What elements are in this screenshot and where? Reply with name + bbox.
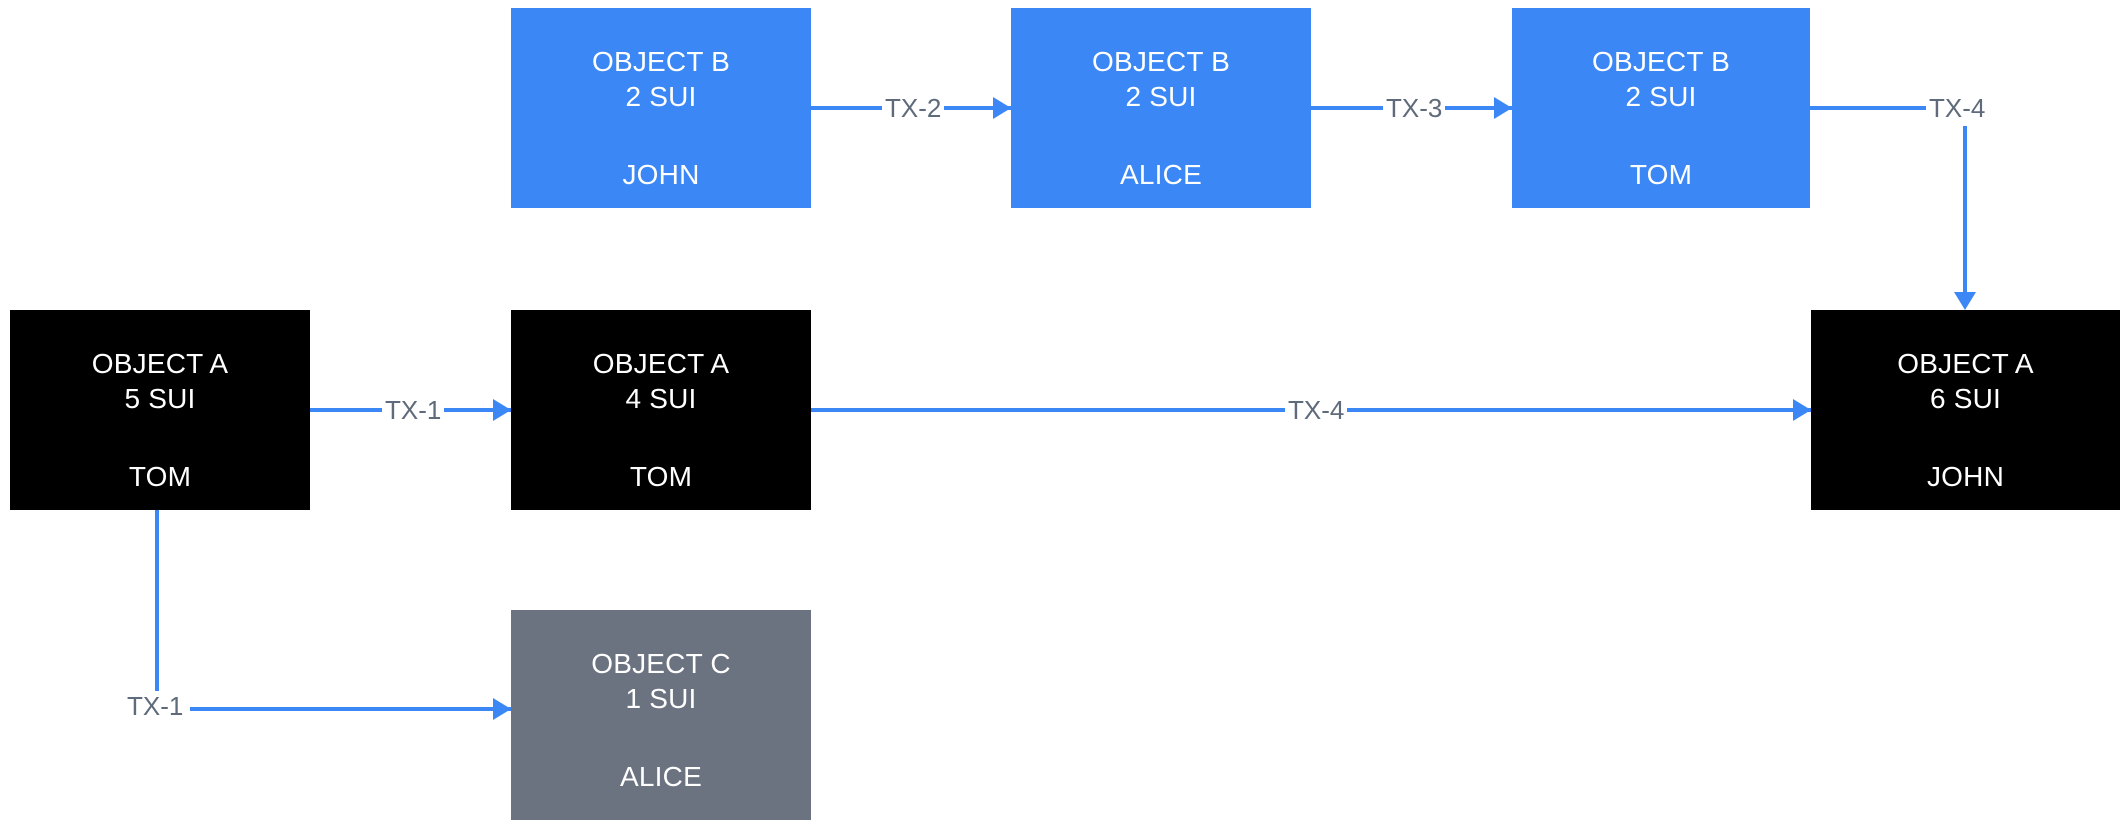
edge-label-tx3: TX-3	[1383, 93, 1446, 123]
node-owner-label: TOM	[629, 461, 693, 492]
node-amount-label: 6 SUI	[1929, 383, 2002, 414]
node-amount-label: 5 SUI	[124, 383, 196, 414]
edge-tx1-bottom-arrowhead	[493, 698, 511, 720]
node-amount-label: 2 SUI	[1625, 81, 1697, 112]
node-object-label: OBJECT A	[1897, 348, 2034, 379]
node-object-label: OBJECT B	[1091, 46, 1230, 77]
node-owner-label: JOHN	[1926, 461, 2005, 492]
node-object-a-4sui-tom[interactable]: OBJECT A 4 SUI TOM	[511, 310, 811, 510]
node-owner-label: ALICE	[1120, 159, 1202, 190]
node-object-label: OBJECT A	[91, 348, 229, 379]
node-object-label: OBJECT A	[592, 348, 730, 379]
edge-label-tx4-mid: TX-4	[1285, 395, 1348, 425]
node-object-label: OBJECT C	[591, 648, 731, 679]
node-object-a-6sui-john[interactable]: OBJECT A 6 SUI JOHN	[1811, 310, 2120, 510]
node-object-b-alice[interactable]: OBJECT B 2 SUI ALICE	[1011, 8, 1311, 208]
edge-tx4-mid-arrowhead	[1793, 399, 1811, 421]
node-object-c-alice[interactable]: OBJECT C 1 SUI ALICE	[511, 610, 811, 820]
node-owner-label: TOM	[1629, 159, 1693, 190]
edge-tx1-bottom-line-vertical	[155, 510, 159, 695]
edge-tx4-top-line-horizontal	[1810, 106, 1955, 110]
node-owner-label: JOHN	[622, 159, 700, 190]
node-owner-label: ALICE	[620, 761, 702, 792]
edge-tx2-arrowhead	[993, 97, 1011, 119]
node-amount-label: 4 SUI	[625, 383, 697, 414]
edge-label-tx2: TX-2	[882, 93, 945, 123]
node-amount-label: 2 SUI	[1125, 81, 1197, 112]
node-amount-label: 2 SUI	[625, 81, 697, 112]
edge-tx3-arrowhead	[1494, 97, 1512, 119]
edge-label-tx1-bottom: TX-1	[124, 691, 187, 721]
node-object-b-tom[interactable]: OBJECT B 2 SUI TOM	[1512, 8, 1810, 208]
edge-tx1-mid-arrowhead	[493, 399, 511, 421]
node-object-label: OBJECT B	[591, 46, 730, 77]
edge-label-tx1-mid: TX-1	[382, 395, 445, 425]
edge-tx4-top-line-vertical	[1963, 126, 1967, 294]
node-object-b-john[interactable]: OBJECT B 2 SUI JOHN	[511, 8, 811, 208]
node-owner-label: TOM	[128, 461, 192, 492]
node-object-label: OBJECT B	[1591, 46, 1730, 77]
edge-tx4-top-arrowhead	[1954, 292, 1976, 310]
node-object-a-5sui-tom[interactable]: OBJECT A 5 SUI TOM	[10, 310, 310, 510]
node-amount-label: 1 SUI	[625, 683, 697, 714]
edge-label-tx4-top: TX-4	[1926, 93, 1989, 123]
edge-tx1-bottom-line-horizontal	[190, 707, 511, 711]
